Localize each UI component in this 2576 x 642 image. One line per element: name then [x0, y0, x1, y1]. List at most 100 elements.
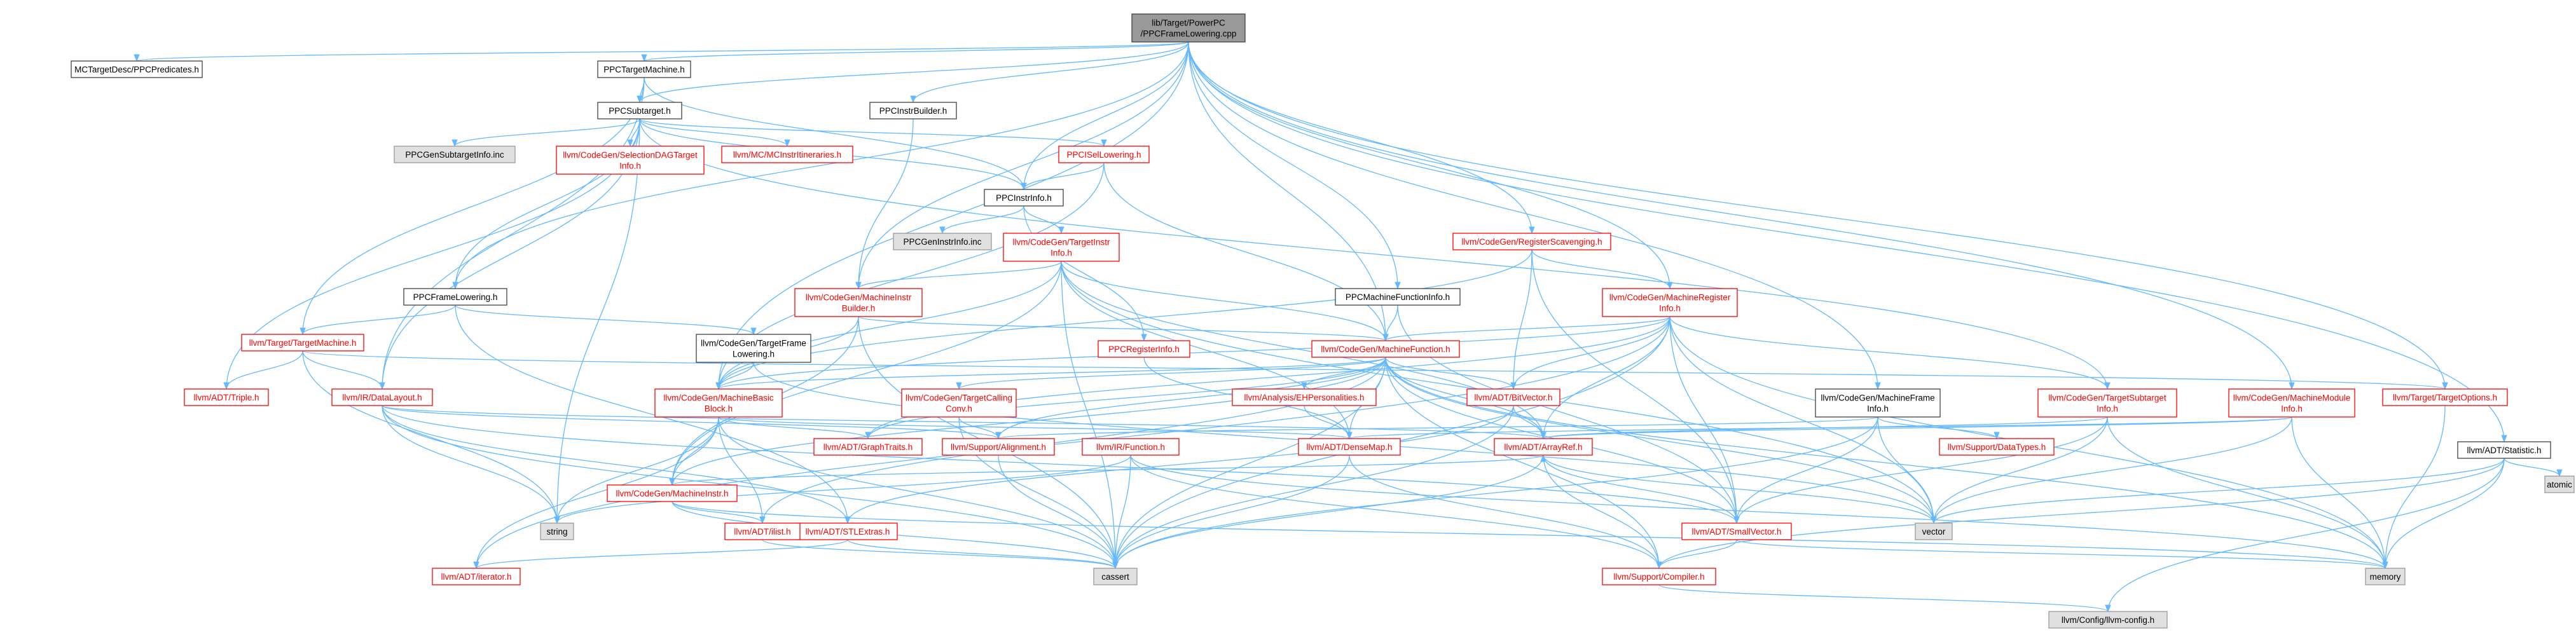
node-box	[654, 388, 783, 418]
node-label-line: llvm/Target/TargetOptions.h	[2393, 393, 2497, 402]
node-label-line: llvm/ADT/BitVector.h	[1474, 393, 1552, 402]
node-datalayout[interactable]: llvm/IR/DataLayout.h	[331, 388, 433, 406]
edge-ppcframelowering-to-targetmachine	[300, 304, 456, 336]
node-ppcframelowering[interactable]: PPCFrameLowering.h	[403, 288, 507, 306]
node-box	[794, 288, 923, 317]
node-label-line: PPCISelLowering.h	[1066, 150, 1141, 160]
node-box	[432, 568, 521, 585]
node-label-line: llvm/Target/TargetMachine.h	[249, 338, 357, 348]
node-machineinstr[interactable]: llvm/CodeGen/MachineInstr.h	[607, 484, 738, 502]
node-box	[1602, 568, 1716, 585]
edge-root-to-ppcinstrinfo	[1021, 41, 1189, 191]
edge-machinebasicblock-to-cassert	[718, 416, 1119, 570]
node-triple[interactable]: llvm/ADT/Triple.h	[184, 388, 269, 406]
edge-machineinstrbuilder-to-machinefunction	[858, 316, 1389, 342]
node-label-line: llvm/ADT/iterator.h	[441, 572, 511, 582]
edge-machineregisterinfo-to-machinebasicblock	[715, 316, 1670, 390]
node-arrayref[interactable]: llvm/ADT/ArrayRef.h	[1494, 438, 1593, 456]
edge-machineinstr-to-arrayref	[672, 454, 1546, 486]
edge-machinebasicblock-to-string	[554, 416, 719, 524]
node-stlextras[interactable]: llvm/ADT/STLExtras.h	[797, 522, 898, 540]
node-statistic[interactable]: llvm/ADT/Statistic.h	[2457, 441, 2551, 459]
node-box	[893, 233, 992, 250]
node-label-line: llvm/ADT/STLExtras.h	[806, 527, 890, 536]
edge-targetmachine-to-triple	[223, 350, 303, 390]
node-box	[721, 146, 853, 163]
node-ehpersonalities[interactable]: llvm/Analysis/EHPersonalities.h	[1232, 388, 1377, 406]
node-box	[1082, 438, 1180, 456]
node-label-line: llvm/IR/Function.h	[1096, 442, 1165, 452]
node-function[interactable]: llvm/IR/Function.h	[1082, 438, 1180, 456]
edge-ppcframelowering-to-targetframelowering	[455, 304, 757, 336]
node-machinefunction[interactable]: llvm/CodeGen/MachineFunction.h	[1311, 340, 1460, 358]
edge-alignment-to-cassert	[998, 454, 1119, 570]
edge-ppcmachinefunctioninfo-to-machinefunction	[1382, 304, 1398, 342]
node-ppcinstrbuilder[interactable]: PPCInstrBuilder.h	[869, 102, 957, 120]
node-box	[331, 388, 433, 406]
edge-machinefunction-to-arrayref	[1385, 357, 1546, 440]
edge-machineframeinfo-to-smallvector	[1733, 416, 1878, 524]
node-box	[1298, 438, 1401, 456]
edge-arrayref-to-vector	[1543, 454, 1937, 524]
node-box	[2457, 441, 2551, 459]
edge-machineframeinfo-to-alignment	[996, 416, 1878, 440]
node-mctargetdesc[interactable]: MCTargetDesc/PPCPredicates.h	[71, 60, 203, 78]
node-compiler[interactable]: llvm/Support/Compiler.h	[1602, 568, 1716, 585]
node-label-line: /PPCFrameLowering.cpp	[1141, 29, 1237, 39]
node-ppcsubtarget[interactable]: PPCSubtarget.h	[597, 102, 682, 120]
node-box	[1058, 146, 1150, 163]
node-graphtraits[interactable]: llvm/ADT/GraphTraits.h	[813, 438, 923, 456]
node-datatypes[interactable]: llvm/Support/DataTypes.h	[1939, 438, 2055, 456]
node-ppcinstrinfo[interactable]: PPCInstrInfo.h	[984, 189, 1064, 207]
node-registerscavenging[interactable]: llvm/CodeGen/RegisterScavenging.h	[1452, 233, 1611, 250]
node-ilist[interactable]: llvm/ADT/ilist.h	[724, 522, 801, 540]
node-cassert: cassert	[1093, 568, 1138, 585]
node-densemap[interactable]: llvm/ADT/DenseMap.h	[1298, 438, 1401, 456]
node-ppcregisterinfo[interactable]: PPCRegisterInfo.h	[1098, 340, 1190, 358]
node-iterator[interactable]: llvm/ADT/iterator.h	[432, 568, 521, 585]
edge-machinebasicblock-to-ilist	[718, 416, 766, 524]
edge-machineframeinfo-to-vector	[1877, 416, 1937, 524]
edge-root-to-machineregisterinfo	[1188, 41, 1673, 290]
edge-targetinstrinfo-to-cassert	[1061, 261, 1119, 570]
edge-machineregisterinfo-to-graphtraits	[865, 316, 1670, 440]
node-bitvector[interactable]: llvm/ADT/BitVector.h	[1466, 388, 1560, 406]
node-targetoptions[interactable]: llvm/Target/TargetOptions.h	[2382, 388, 2508, 406]
edge-machineregisterinfo-to-vector	[1669, 316, 1937, 524]
edge-ppcframelowering-to-stlextras	[455, 304, 851, 524]
edge-targetinstrinfo-to-machinefunction	[1061, 261, 1389, 342]
node-mcinstritineraries[interactable]: llvm/MC/MCInstrItineraries.h	[721, 146, 853, 163]
node-label-line: MCTargetDesc/PPCPredicates.h	[74, 65, 199, 74]
node-ppcisellowering[interactable]: PPCISelLowering.h	[1058, 146, 1150, 163]
node-targetmachine[interactable]: llvm/Target/TargetMachine.h	[241, 334, 364, 352]
node-box	[1335, 288, 1461, 306]
node-ppcmachinefunctioninfo[interactable]: PPCMachineFunctionInfo.h	[1335, 288, 1461, 306]
node-label-line: llvm/CodeGen/MachineInstr	[806, 293, 912, 303]
edge-root-to-mctargetdesc	[134, 41, 1189, 62]
edge-root-to-machineframeinfo	[1188, 41, 1881, 390]
node-smallvector[interactable]: llvm/ADT/SmallVector.h	[1681, 522, 1792, 540]
node-alignment[interactable]: llvm/Support/Alignment.h	[942, 438, 1055, 456]
edge-root-to-ppctargetmachine	[641, 41, 1189, 62]
node-label-line: Info.h	[1659, 304, 1681, 313]
node-label-line: llvm/CodeGen/TargetSubtarget	[2048, 393, 2166, 403]
edge-ppcsubtarget-to-ppcgensubtargetinfo	[451, 118, 640, 147]
node-memory: memory	[2365, 568, 2406, 585]
node-ppcgensubtargetinfo: PPCGenSubtargetInfo.inc	[394, 146, 516, 163]
node-label-line: PPCInstrInfo.h	[996, 193, 1052, 203]
node-label-line: llvm/CodeGen/MachineFunction.h	[1321, 345, 1450, 354]
node-ppctargetmachine[interactable]: PPCTargetMachine.h	[597, 60, 691, 78]
edge-bitvector-to-arrayref	[1513, 405, 1546, 440]
node-label-line: atomic	[2547, 480, 2572, 489]
